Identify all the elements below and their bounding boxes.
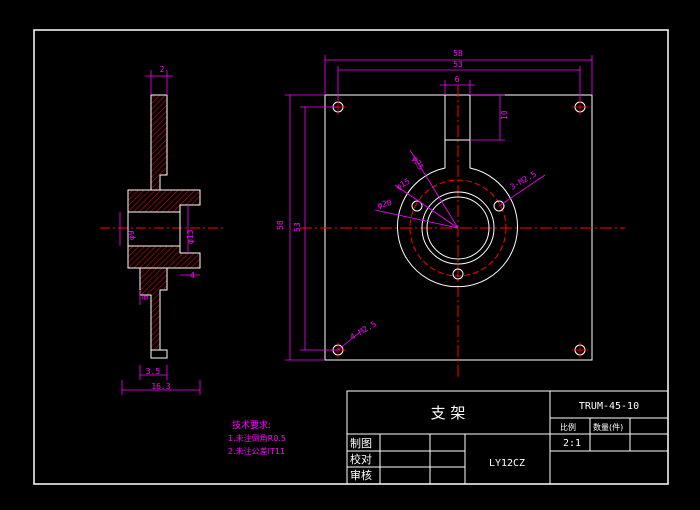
section-view: 2 φ9 φ13 4 6 3.5 16.3: [100, 65, 225, 395]
bore-inner-circle: [426, 196, 490, 260]
dim-hole-spacing-width: 53: [453, 60, 463, 69]
dim-mount-holes: 4-M2.5: [349, 319, 379, 341]
dim-overall-height: 58: [276, 220, 285, 230]
notes-line-1: 1.未注倒角R0.5: [228, 433, 286, 443]
approved-by-label: 审核: [350, 468, 372, 482]
drawing-number: TRUM-45-10: [579, 401, 639, 412]
dim-overall-thickness: 16.3: [151, 382, 170, 391]
dim-slot-width: 6: [455, 75, 460, 84]
dim-slot-depth: 10: [500, 110, 509, 120]
dim-step: 4: [190, 271, 195, 280]
title-block: [346, 390, 669, 485]
section-hub-lower: [127, 245, 201, 269]
dim-outer-dia: φ20: [377, 198, 393, 210]
boss-outline: [397, 139, 518, 288]
notes-title: 技术要求:: [232, 419, 271, 431]
quantity-label: 数量(件): [593, 422, 623, 432]
drawn-by-label: 制图: [350, 437, 372, 450]
dim-hole-spacing-height: 53: [293, 222, 302, 232]
front-view: 58 53 6 10 58 53 φ25 φ15 φ20 3-M2.5 4-M2…: [276, 49, 625, 380]
section-lower-flange: [139, 267, 168, 351]
bolt-circle: [409, 179, 507, 277]
dim-top-width: 2: [160, 65, 165, 74]
dim-bore-dia: φ15: [395, 177, 412, 192]
boss-hole-left: [411, 200, 423, 212]
dim-bottom: 3.5: [146, 367, 161, 376]
dim-threaded-holes: 3-M2.5: [509, 169, 539, 191]
dim-boss-dia: φ25: [410, 155, 425, 172]
dim-step-height: 6: [141, 295, 150, 300]
section-foot: [150, 349, 168, 359]
part-name: 支 架: [431, 404, 466, 422]
boss-hole-bottom: [452, 268, 464, 280]
boss-hole-right: [493, 200, 505, 212]
dim-overall-width: 58: [453, 49, 463, 58]
scale-label: 比例: [560, 422, 576, 432]
dim-bore-dia-small: φ9: [127, 230, 136, 240]
checked-by-label: 校对: [350, 452, 372, 466]
dim-bore-dia-large: φ13: [186, 229, 195, 244]
scale-value: 2:1: [563, 438, 581, 449]
notes-line-2: 2.未注公差IT11: [228, 446, 285, 456]
bore-outer-circle: [421, 191, 495, 265]
material: LY12CZ: [489, 458, 525, 469]
technical-notes: 技术要求: 1.未注倒角R0.5 2.未注公差IT11: [228, 419, 286, 456]
section-hub-upper: [127, 189, 201, 213]
section-upper-flange: [150, 94, 168, 191]
